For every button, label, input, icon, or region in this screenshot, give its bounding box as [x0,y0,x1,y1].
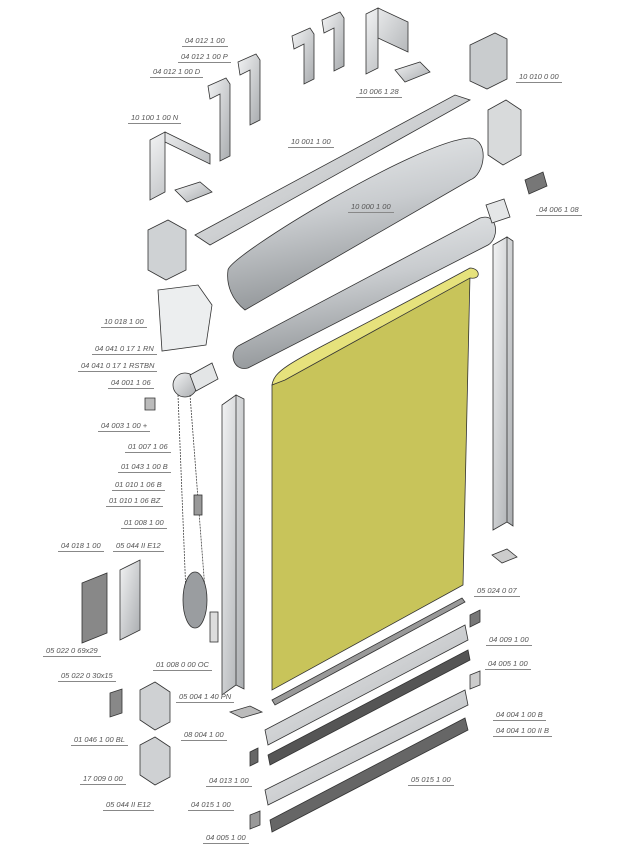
part-label: 05 004 1 40 PN [176,692,235,703]
bracket-10-100-N [149,131,211,201]
safety-device-01-046 [139,681,171,731]
part-label: 05 022 0 30x15 [58,671,116,682]
part-label: 01 043 1 00 B [118,462,171,473]
bottom-bar-04-009 [264,624,469,746]
end-cap-04-009 [469,609,481,628]
part-label: 04 041 0 17 1 RN [92,344,157,355]
part-label: 04 004 1 00 B [493,710,546,721]
bottom-bar-05-015 [269,717,469,833]
part-label: 05 044 II E12 [113,541,164,552]
part-label: 01 007 1 06 [125,442,171,453]
part-label: 04 012 1 00 P [178,52,231,63]
part-label: 01 008 0 00 OC [153,660,212,671]
bracket-04-012-P [237,53,261,126]
end-cap-04-005 [249,810,261,830]
end-cap-10-010 [469,32,508,90]
part-label: 10 010 0 00 [516,72,562,83]
part-label: 10 006 1 28 [356,87,402,98]
side-channel-05-004 [221,394,245,696]
bracket-top-2 [321,11,345,72]
adhesive-pad-69x29 [81,572,108,644]
part-label: 04 001 1 06 [108,378,154,389]
bottom-bar-04-005 [267,649,471,766]
bottom-strip-05-024 [271,597,466,706]
chain-right [189,394,206,591]
part-label: 04 006 1 08 [536,205,582,216]
bracket-top-3 [365,7,409,75]
bottom-bar-04-004 [264,689,469,806]
end-plug-08-004 [228,705,264,719]
bracket-top-1 [291,27,315,85]
fabric-curl [271,267,479,386]
part-label: 04 018 1 00 [58,541,104,552]
part-label: 04 003 1 00 + [98,421,151,432]
part-label: 01 046 1 00 BL [71,735,128,746]
part-label: 04 012 1 00 D [150,67,204,78]
part-label: 05 044 II E12 [103,800,154,811]
part-label: 10 000 1 00 [348,202,394,213]
part-label: 10 100 1 00 N [128,113,182,124]
part-label: 10 001 1 00 [288,137,334,148]
part-label: 05 022 0 69x29 [43,646,101,657]
plug-04-006 [485,198,511,224]
part-label: 04 009 1 00 [486,635,532,646]
part-label: 01 010 1 06 B [112,480,165,491]
wall-bracket-04-018 [119,559,141,641]
safety-device-17-009 [139,736,171,786]
end-cap-04-004 [469,670,481,690]
part-label: 04 004 1 00 II B [493,726,552,737]
part-label: 04 005 1 00 [203,833,249,844]
part-label: 04 015 1 00 [188,800,234,811]
end-plug-right [491,548,518,564]
cassette-10-000 [227,137,484,311]
adhesive-pad-30x15 [109,688,123,718]
bracket-04-012-D [207,77,231,162]
side-channel-right [492,236,514,531]
part-label: 04 041 0 17 1 RSTBN [78,361,158,372]
chain-left [177,394,187,596]
chain-connector [193,494,203,516]
part-label: 01 010 1 06 BZ [106,496,164,507]
part-label: 01 008 1 00 [121,518,167,529]
end-cover-10-018 [157,284,213,352]
part-label: 04 012 1 00 [182,36,228,47]
part-label: 04 013 1 00 [206,776,252,787]
end-cap-04-013 [249,747,259,767]
end-cap-left [147,219,187,281]
part-label: 10 018 1 00 [101,317,147,328]
part-label: 08 004 1 00 [181,730,227,741]
adapter-04-003 [144,397,156,411]
part-label: 05 024 0 07 [474,586,520,597]
part-label: 04 005 1 00 [485,659,531,670]
end-cap-right [487,99,522,166]
clip-10-006 [394,61,431,83]
weight-pin-01-008-OC [209,611,219,643]
end-piece-04-006-1 [524,171,548,195]
clip-lower [174,181,213,203]
part-label: 17 009 0 00 [80,774,126,785]
control-unit-body [189,362,219,392]
chain-weight-01-008 [182,571,208,629]
head-rail-10-001 [194,94,471,246]
part-label: 05 015 1 00 [408,775,454,786]
roller-tube [232,216,496,369]
